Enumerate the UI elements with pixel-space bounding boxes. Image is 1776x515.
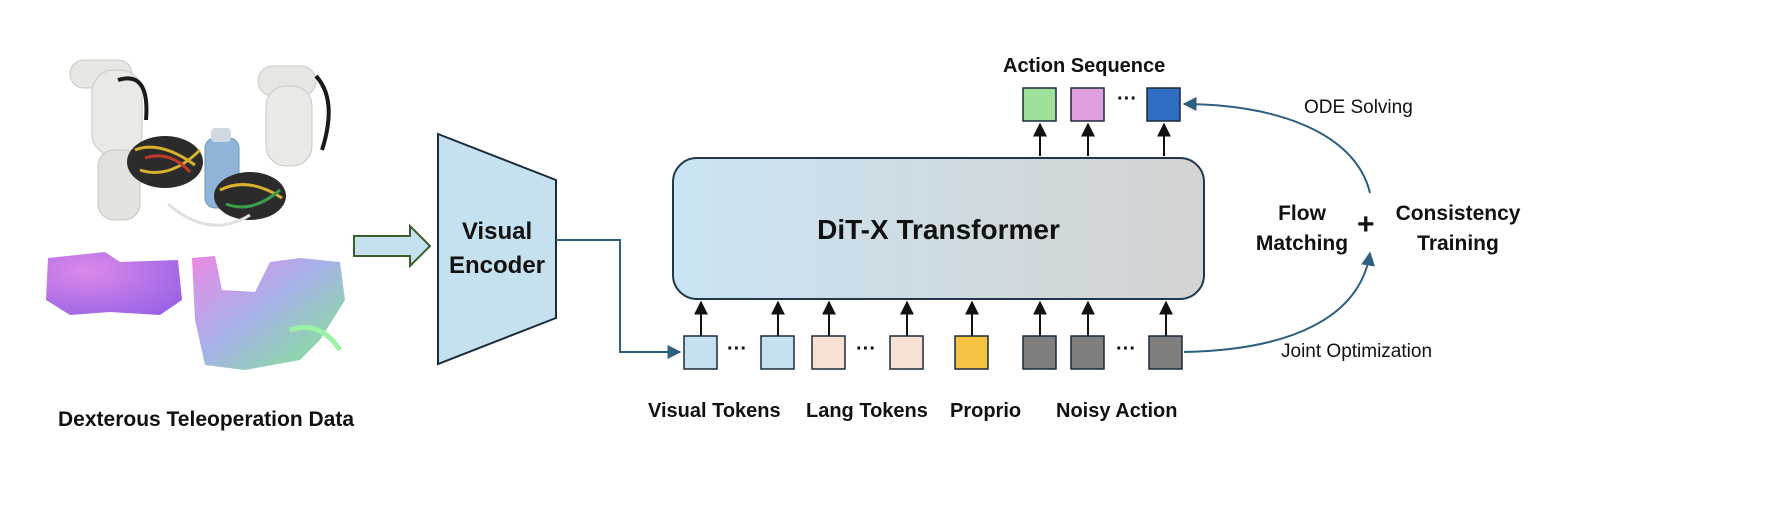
noisy-action-token [1148,335,1183,370]
visual-token [760,335,795,370]
lang-tokens-ellipsis: ··· [856,338,876,360]
input-token-arrows [694,300,1173,336]
plus-sign: + [1357,208,1375,241]
consistency-label-line2: Training [1417,232,1499,255]
encoder-to-tokens-connector [556,239,682,359]
visual-token [683,335,718,370]
robot-arms-illustration [69,59,331,227]
ode-solving-curve [1182,97,1371,194]
output-tokens [1022,87,1181,122]
noisy-action-token [1022,335,1057,370]
noisy-action-token [1070,335,1105,370]
input-caption: Dexterous Teleoperation Data [58,408,355,431]
joint-optimization-label: Joint Optimization [1281,341,1433,362]
consistency-label-line1: Consistency [1395,202,1521,225]
action-token [1022,87,1057,122]
proprio-label: Proprio [950,400,1022,422]
flow-label-line2: Matching [1255,232,1349,255]
output-ellipsis: ··· [1117,88,1137,110]
flow-label-line1: Flow [1278,202,1326,225]
action-token [1146,87,1181,122]
lang-tokens-label: Lang Tokens [806,400,928,422]
ode-solving-label: ODE Solving [1304,97,1413,118]
transformer-label: DiT-X Transformer [817,214,1060,245]
proprio-token [954,335,989,370]
encoder-label-line2: Encoder [448,252,546,279]
lang-token [811,335,846,370]
encoder-label-line1: Visual [461,218,533,245]
visual-encoder-block [437,132,557,366]
lang-token [889,335,924,370]
input-tokens [683,335,1183,370]
visual-tokens-label: Visual Tokens [648,400,781,422]
visual-tokens-ellipsis: ··· [727,338,747,360]
action-sequence-title: Action Sequence [1003,55,1166,77]
action-token [1070,87,1105,122]
joint-optimization-curve [1183,251,1375,353]
input-arrow [353,223,432,269]
noisy-action-label: Noisy Action [1056,400,1178,422]
transformer-block [672,157,1205,300]
noisy-action-ellipsis: ··· [1116,338,1136,360]
output-arrows [1033,122,1171,156]
point-cloud-illustration [46,252,345,370]
